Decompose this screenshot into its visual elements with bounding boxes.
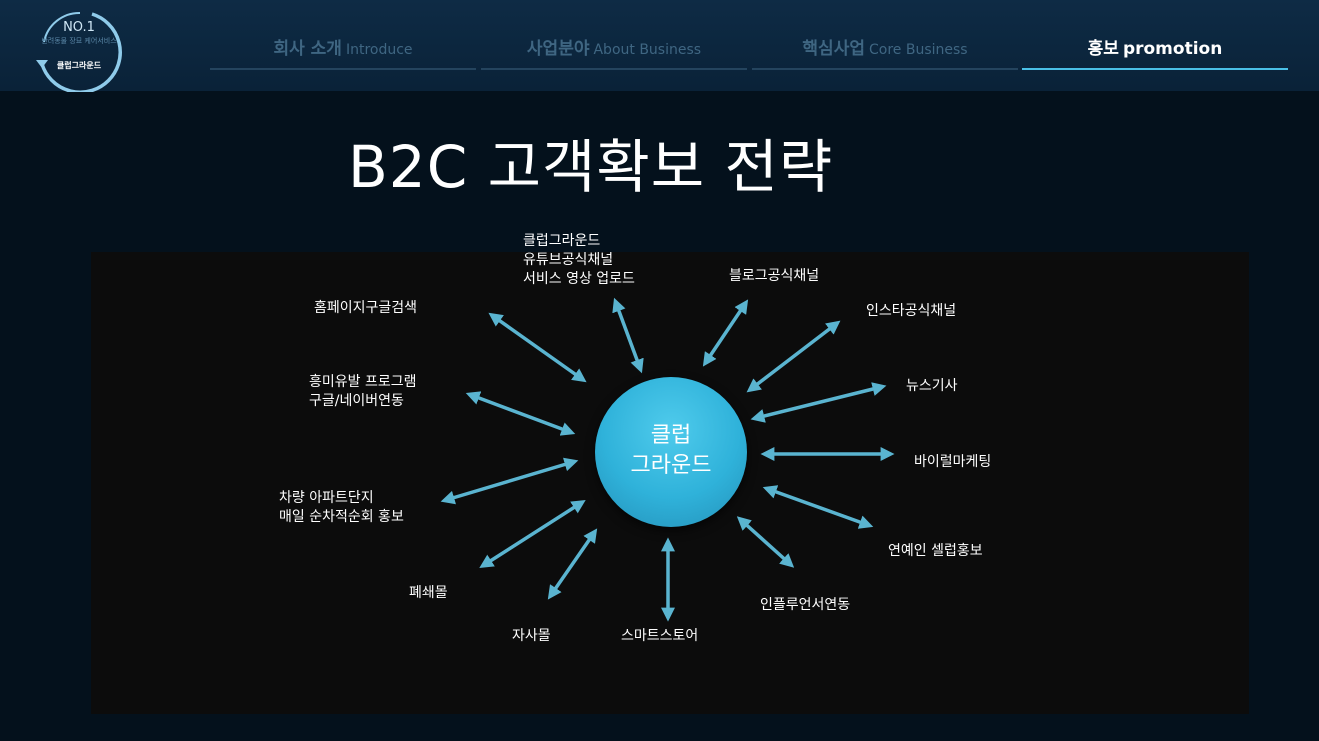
node-youtube-line-3: 서비스 영상 업로드 (523, 271, 635, 287)
node-program-line-1: 흥미유발 프로그램 (309, 374, 417, 390)
logo-ring-icon (36, 11, 122, 92)
arrow-celeb (762, 485, 874, 529)
nav-business-ko: 사업분야 (526, 39, 590, 59)
node-insta: 인스타공식채널 (866, 303, 957, 319)
node-news: 뉴스기사 (906, 378, 958, 394)
nav-promotion-ko: 홍보 (1087, 39, 1119, 59)
page-title: B2C 고객확보 전략 (348, 133, 834, 201)
nav-core-ko: 핵심사업 (802, 39, 865, 59)
node-youtube: 클럽그라운드 유튜브공식채널 서비스 영상 업로드 (523, 232, 635, 289)
nav-core-en: Core Business (868, 42, 968, 58)
arrow-influencer (736, 516, 795, 568)
node-homepage: 홈페이지구글검색 (314, 300, 418, 316)
logo-name: 클럽그라운드 (56, 61, 102, 70)
arrow-homepage (488, 312, 587, 383)
node-own-mall: 자사몰 (512, 628, 551, 644)
arrow-youtube (612, 297, 644, 374)
nav-underline-active (1022, 68, 1288, 70)
node-closed-mall: 폐쇄몰 (409, 585, 448, 601)
node-smartstore: 스마트스토어 (621, 628, 699, 644)
logo[interactable]: NO.1 반려동물 장묘 케어서비스 클럽그라운드 (34, 8, 124, 92)
arrow-insta (746, 320, 841, 393)
node-blog: 블로그공식채널 (729, 268, 820, 284)
node-celeb: 연예인 셀럽홍보 (888, 543, 983, 559)
nav-introduce-ko: 회사 소개 (273, 39, 342, 59)
arrow-closed-mall (479, 499, 586, 569)
node-program-line-2: 구글/네이버연동 (309, 393, 404, 409)
nav-promotion-en: promotion (1122, 39, 1223, 59)
arrow-news (750, 382, 887, 423)
nav-underline (752, 68, 1018, 70)
node-youtube-line-2: 유튜브공식채널 (523, 252, 614, 268)
node-influencer: 인플루언서연동 (760, 597, 851, 613)
arrow-own-mall (547, 528, 598, 600)
nav-business-en: About Business (593, 42, 702, 58)
center-line-1: 클럽 (650, 423, 692, 448)
logo-subtitle: 반려동물 장묘 케어서비스 (41, 37, 117, 45)
arrow-apartment (440, 457, 579, 505)
node-apartment: 차량 아파트단지 매일 순차적순회 홍보 (279, 489, 404, 527)
center-line-2: 그라운드 (630, 453, 712, 478)
node-viral: 바이럴마케팅 (914, 454, 992, 470)
node-youtube-line-1: 클럽그라운드 (523, 233, 601, 249)
arrow-blog (702, 299, 749, 367)
center-node-club-ground[interactable]: 클럽 그라운드 (595, 377, 747, 527)
nav-introduce-en: Introduce (345, 42, 413, 58)
logo-badge: NO.1 (63, 20, 95, 35)
node-apartment-line-2: 매일 순차적순회 홍보 (279, 509, 404, 525)
arrow-program (465, 391, 576, 436)
node-program: 흥미유발 프로그램 구글/네이버연동 (309, 373, 417, 411)
node-apartment-line-1: 차량 아파트단지 (279, 490, 374, 506)
nav-underline (481, 68, 747, 70)
nav-underline (210, 68, 476, 70)
